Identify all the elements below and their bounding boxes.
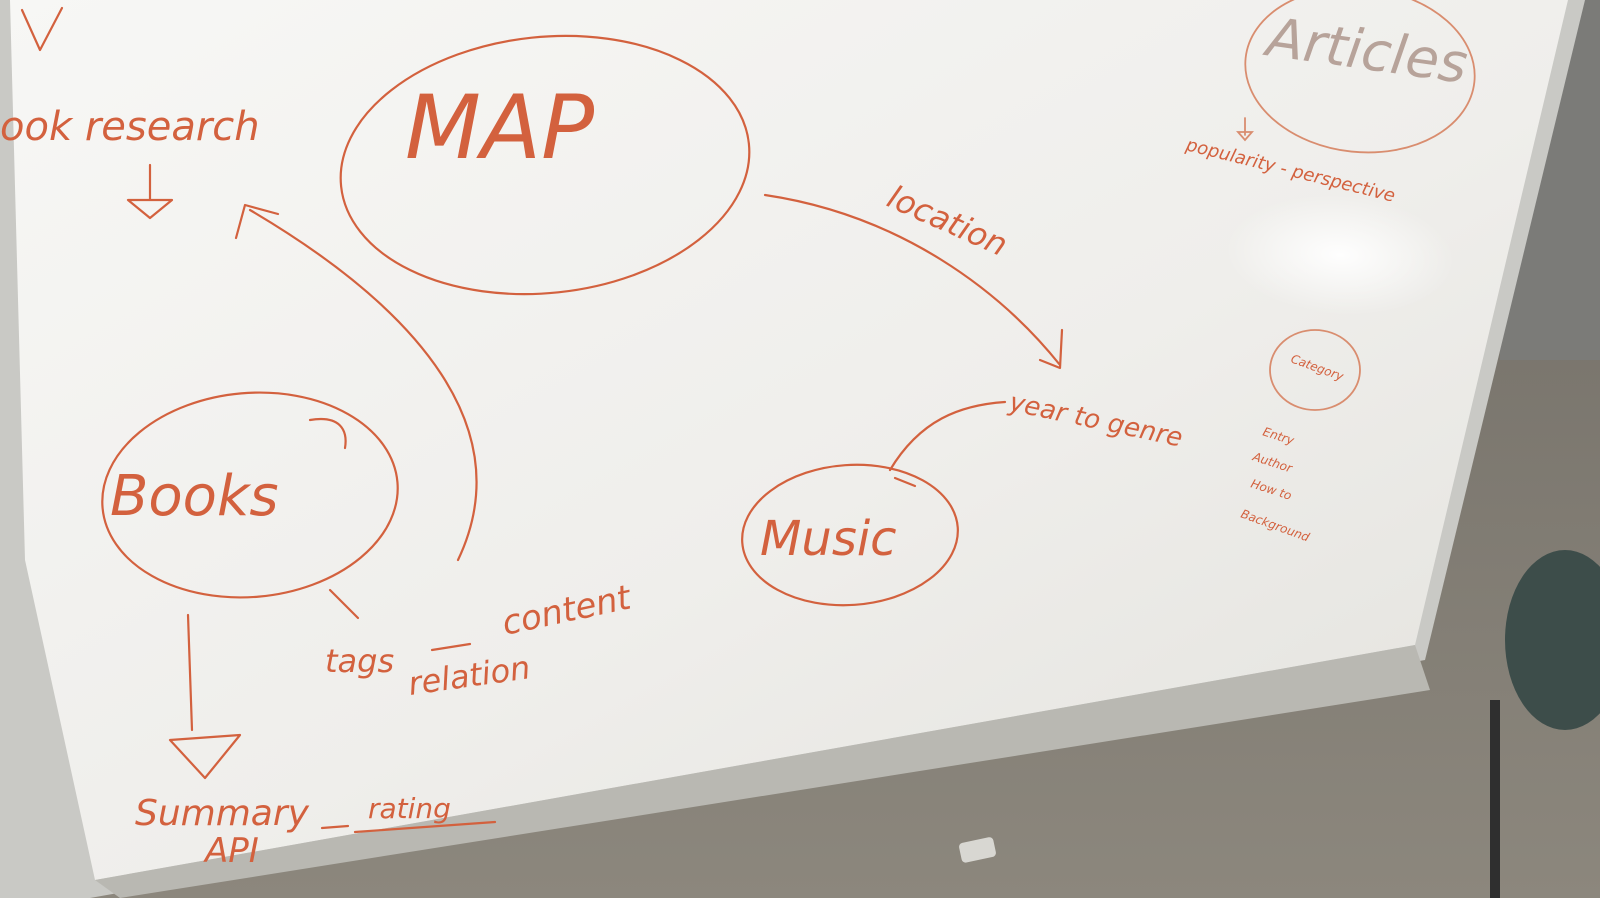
marker-tray [95, 645, 1430, 898]
map-node-label: MAP [405, 76, 594, 179]
books-node-label: Books [110, 464, 279, 529]
rating-underline [353, 820, 497, 834]
whiteboard-surface [10, 0, 1568, 880]
books-to-research-arrow [248, 208, 478, 562]
tags-label: tags [325, 642, 394, 680]
office-chair [1505, 550, 1600, 730]
map-node-circle [339, 34, 751, 296]
small-category-circle [1269, 329, 1361, 411]
books-to-tags-line [328, 588, 360, 620]
location-arrow [763, 193, 1062, 367]
research-down-arrow [126, 163, 174, 220]
arrow-top-left [20, 6, 64, 52]
research-note: ook research [0, 104, 260, 150]
music-node-circle [741, 463, 959, 607]
articles-node-circle [1244, 0, 1476, 154]
light-reflection [1221, 187, 1459, 323]
location-arrowhead [1038, 328, 1064, 370]
api-label: API [203, 831, 259, 871]
summary-label: Summary [135, 793, 310, 834]
chair-leg [1490, 700, 1500, 898]
rating-label: rating [368, 792, 451, 825]
books-node-circle [101, 391, 399, 599]
articles-down-arrow [1236, 117, 1254, 142]
books-scribble [308, 417, 347, 450]
summary-dash [320, 824, 350, 830]
music-arrowhead [893, 476, 917, 488]
music-to-year-arrow [888, 400, 1007, 472]
arrowhead-research [234, 203, 280, 240]
books-down-arrow [168, 613, 242, 780]
eraser [959, 837, 996, 863]
tags-dash [430, 642, 472, 652]
music-node-label: Music [760, 511, 897, 567]
